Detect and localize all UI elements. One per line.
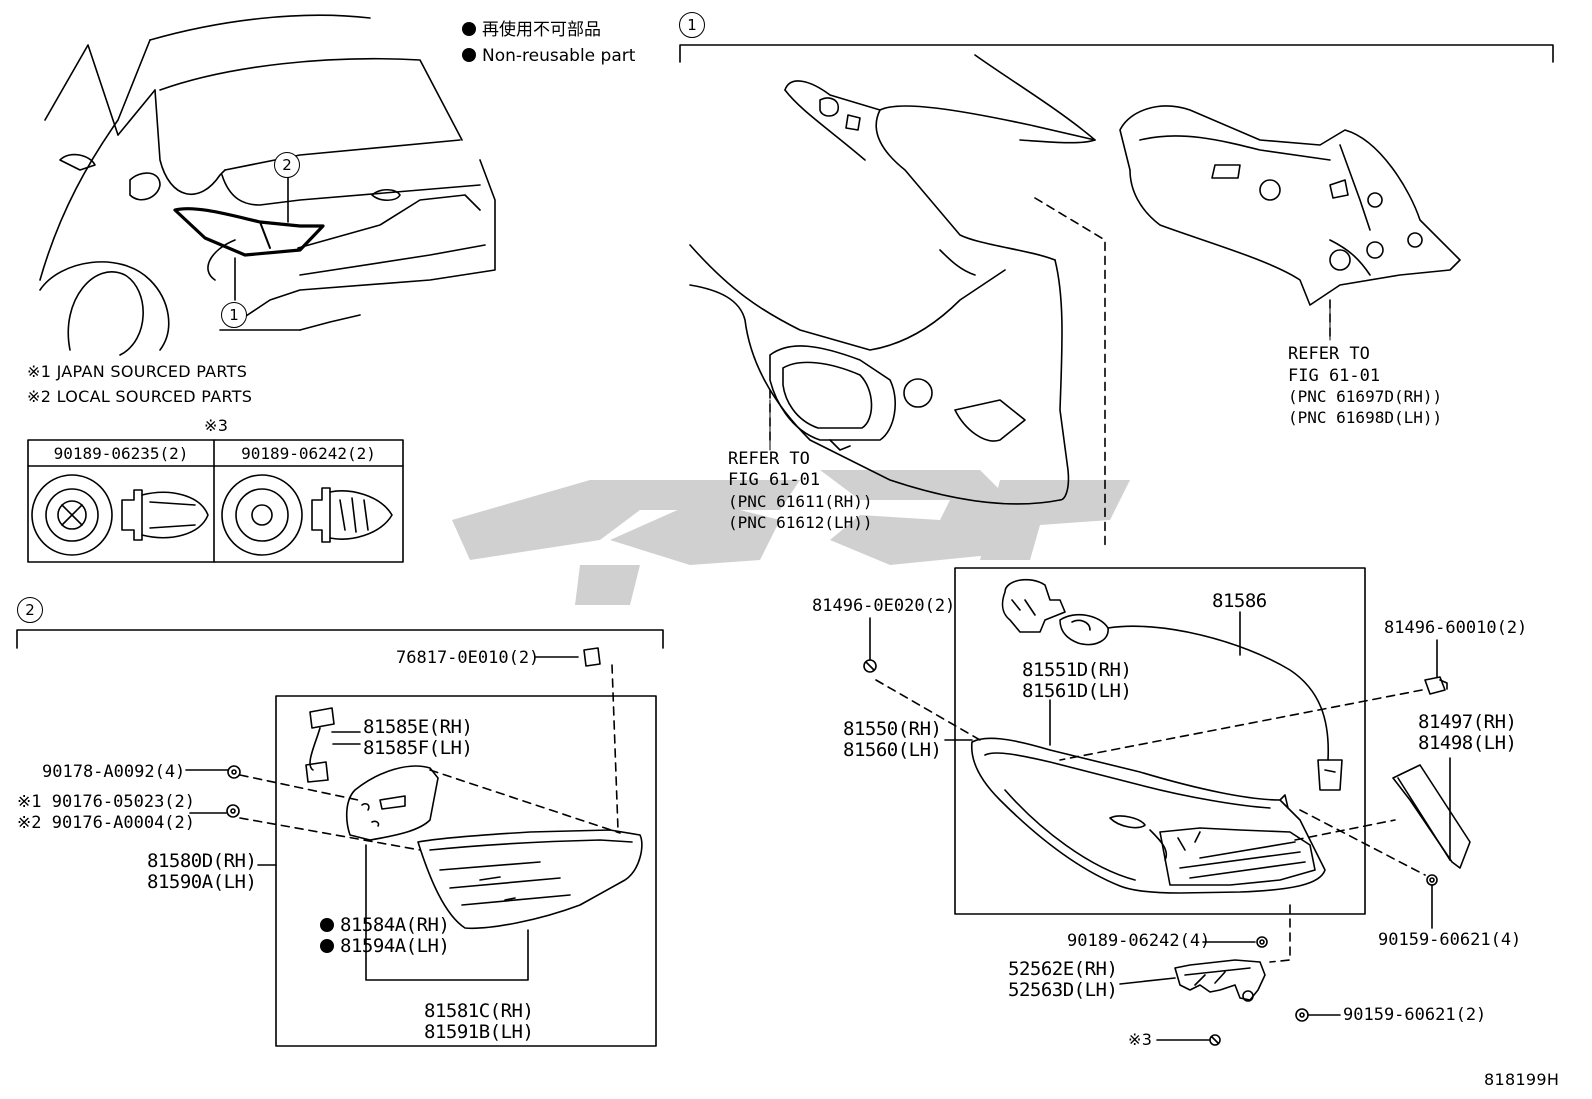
part-81586: 81586 xyxy=(1212,590,1267,612)
part-81584a: 81584A(RH) xyxy=(320,914,450,936)
part-81496-0e020: 81496-0E020(2) xyxy=(812,596,956,616)
trunk-lid-drawing xyxy=(689,54,1096,505)
part-81560: 81560(LH) xyxy=(843,739,942,761)
legend-non-reusable-en: Non-reusable part xyxy=(462,44,635,68)
part-81580d: 81580D(RH) xyxy=(147,850,257,872)
ref-right-line2: FIG 61-01 xyxy=(1288,366,1381,386)
clip-table-drawing xyxy=(27,439,404,563)
callout-2-car: 2 xyxy=(274,152,300,178)
ref-right-line3: (PNC 61697D(RH)) xyxy=(1288,387,1443,406)
clip-81496-0e020-drawing xyxy=(863,659,877,673)
lamp-cover-drawing xyxy=(345,765,439,841)
part-81551d: 81551D(RH) xyxy=(1022,659,1132,681)
reflector-81497-drawing xyxy=(1392,764,1471,869)
part-81590a: 81590A(LH) xyxy=(147,871,257,893)
section2-leaders xyxy=(185,656,579,981)
part-90189-06242-4: 90189-06242(4) xyxy=(1067,931,1211,951)
nut-90159-4-drawing xyxy=(1426,874,1438,886)
inner-lamp-drawing xyxy=(417,829,643,930)
callout-2-section: 2 xyxy=(17,597,43,623)
part-81585f: 81585F(LH) xyxy=(363,737,473,759)
callout-1-car: 1 xyxy=(221,302,247,328)
ref-left-line3: (PNC 61611(RH)) xyxy=(728,492,873,511)
part-81498: 81498(LH) xyxy=(1418,732,1517,754)
note-local-sourced: ※2 LOCAL SOURCED PARTS xyxy=(27,387,253,406)
nut-90178-drawing xyxy=(227,765,241,779)
section2-frame xyxy=(16,629,664,1047)
clip-table-col2: 90189-06242(2) xyxy=(241,444,376,463)
section1-frame xyxy=(679,44,1554,63)
part-90176-a0004: ※2 90176-A0004(2) xyxy=(17,813,196,833)
part-52563d: 52563D(LH) xyxy=(1008,979,1118,1001)
section2-dashed xyxy=(239,664,621,851)
note-3-mark: ※3 xyxy=(204,416,229,435)
part-90178: 90178-A0092(4) xyxy=(42,762,186,782)
ref-left-line1: REFER TO xyxy=(728,449,810,469)
part-81585e: 81585E(RH) xyxy=(363,716,473,738)
clip-76817-drawing xyxy=(583,647,601,667)
ref-right-line1: REFER TO xyxy=(1288,344,1370,364)
nut-90189-4-drawing xyxy=(1256,936,1268,948)
note-japan-sourced: ※1 JAPAN SOURCED PARTS xyxy=(27,362,248,381)
part-52562e: 52562E(RH) xyxy=(1008,958,1118,980)
part-81497: 81497(RH) xyxy=(1418,711,1517,733)
clip-note3-drawing xyxy=(1209,1034,1221,1046)
watermark-logo xyxy=(452,470,1130,605)
part-note3-clip: ※3 xyxy=(1128,1030,1153,1049)
section1-lamp-box xyxy=(954,567,1366,915)
part-76817: 76817-0E010(2) xyxy=(396,648,540,668)
section1-leaders xyxy=(869,611,1451,1041)
clip-81496-60010-drawing xyxy=(1424,676,1448,695)
part-90176-05023: ※1 90176-05023(2) xyxy=(17,792,196,812)
part-81594a: 81594A(LH) xyxy=(320,935,450,957)
callout-1-section: 1 xyxy=(679,12,705,38)
bracket-52562e-drawing xyxy=(1174,959,1266,1002)
legend-non-reusable-jp: 再使用不可部品 xyxy=(462,18,601,42)
clip-table-col1: 90189-06235(2) xyxy=(53,444,189,463)
nut-90159-2-drawing xyxy=(1295,1008,1309,1022)
part-81581c: 81581C(RH) xyxy=(424,1000,534,1022)
part-90159-60621-4: 90159-60621(4) xyxy=(1378,930,1522,950)
nut-90176-drawing xyxy=(226,804,240,818)
part-81561d: 81561D(LH) xyxy=(1022,680,1132,702)
part-81496-60010: 81496-60010(2) xyxy=(1384,618,1528,638)
connector-81585e-drawing xyxy=(305,707,335,783)
part-90159-60621-2: 90159-60621(2) xyxy=(1343,1005,1487,1025)
inner-panel-drawing xyxy=(1119,105,1461,306)
part-81591b: 81591B(LH) xyxy=(424,1021,534,1043)
ref-right-line4: (PNC 61698D(LH)) xyxy=(1288,408,1443,427)
section1-dashed-assembly xyxy=(875,679,1426,963)
car-overview-drawing xyxy=(39,14,496,356)
part-81550: 81550(RH) xyxy=(843,718,942,740)
ref-left-line2: FIG 61-01 xyxy=(728,470,821,490)
socket-wire-drawing xyxy=(1001,578,1343,791)
figure-id: 818199H xyxy=(1484,1070,1560,1089)
outer-lamp-drawing xyxy=(970,737,1326,894)
ref-left-line4: (PNC 61612(LH)) xyxy=(728,513,873,532)
